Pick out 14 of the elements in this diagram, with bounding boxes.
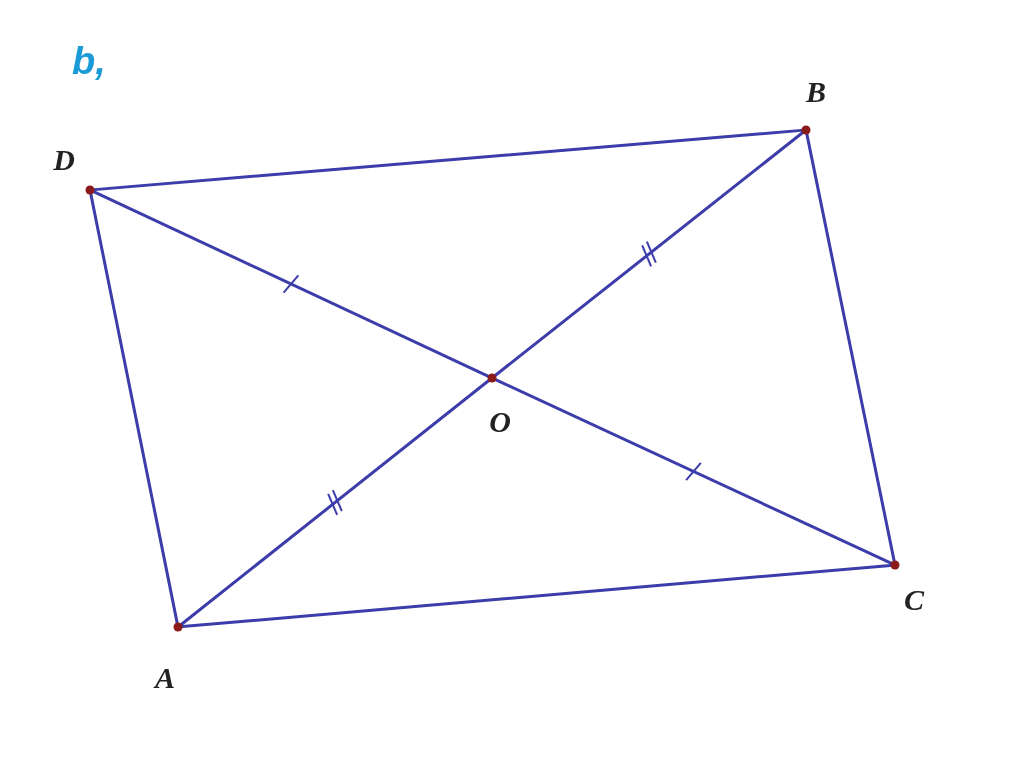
line-segment	[89, 192, 179, 625]
point-label: C	[904, 583, 924, 616]
line-segment	[494, 131, 804, 377]
line-segment	[805, 132, 896, 563]
figure-label: b,	[72, 40, 106, 83]
line-segment	[494, 378, 893, 565]
point-label: A	[155, 661, 175, 694]
point-label: O	[489, 405, 511, 438]
line-segment	[93, 128, 803, 192]
line-segment	[92, 190, 490, 378]
point-label: D	[53, 143, 75, 176]
line-segment	[180, 379, 490, 626]
point-label: B	[806, 75, 826, 108]
line-segment	[181, 563, 892, 629]
